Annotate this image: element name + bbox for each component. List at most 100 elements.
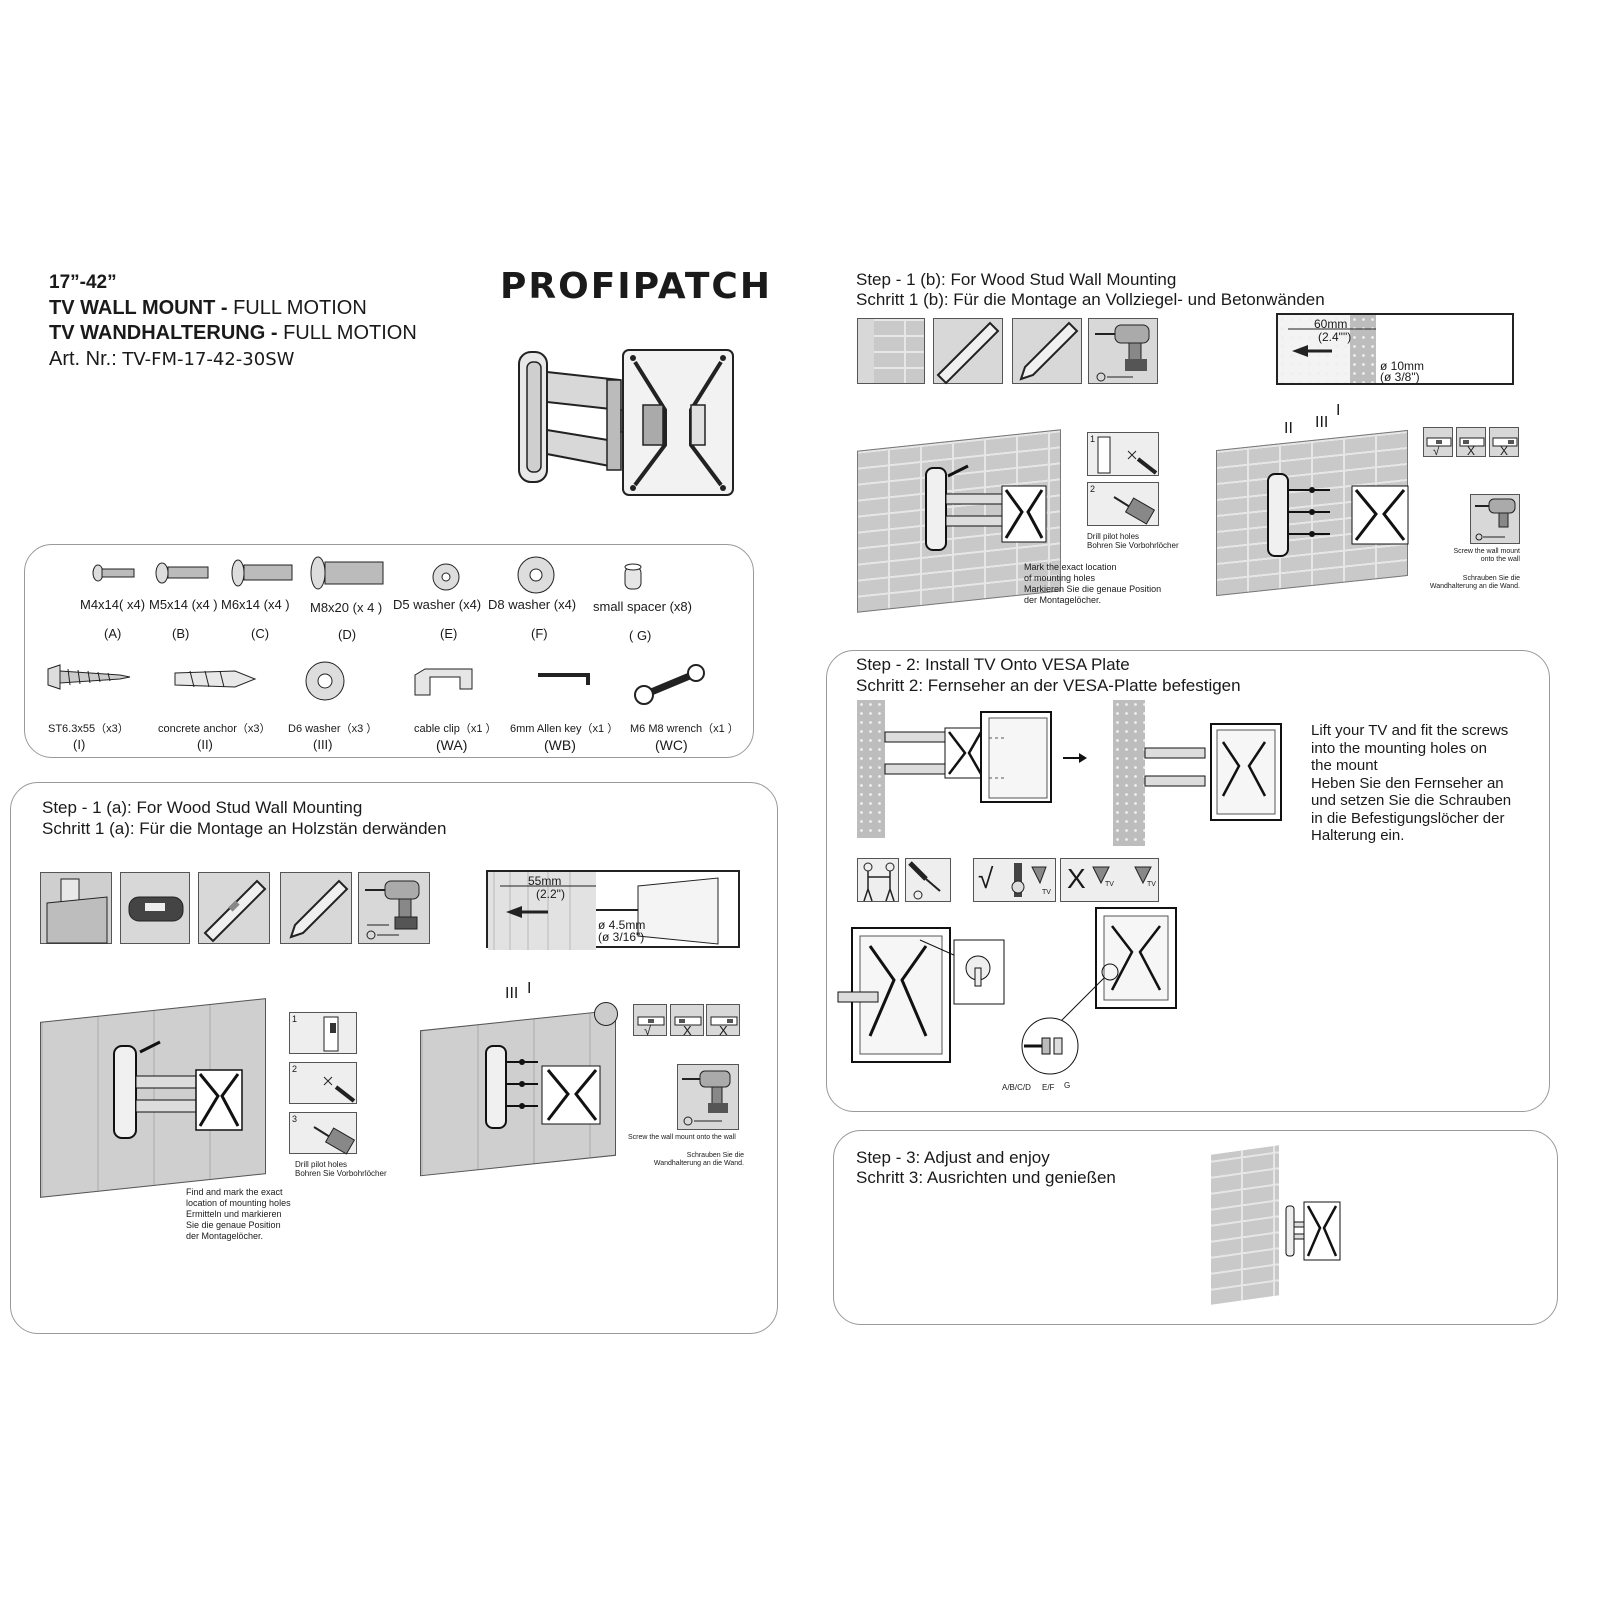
part-wb-name: 6mm Allen key（x1 ） [510, 723, 619, 735]
spirit-level-icon [198, 872, 270, 944]
title-de-bold: TV WANDHALTERUNG - [49, 322, 278, 344]
step1a-substep-1: 1 [289, 1012, 357, 1054]
part-wb-code: (WB) [544, 737, 576, 753]
drill-icon [677, 1064, 739, 1130]
step1b-substep-2: 2 [1087, 482, 1159, 526]
wrench-icon [634, 664, 705, 705]
correct-mark: √ [978, 863, 994, 894]
step1b-title-en: Step - 1 (b): For Wood Stud Wall Mountin… [856, 270, 1177, 289]
step1b-screw-caption-de: Schrauben Sie die Wandhalterung an die W… [1429, 575, 1520, 590]
part-iii-name: D6 washer（x3 ） [288, 723, 378, 735]
incorrect-tv-label-1: TV [1105, 881, 1114, 888]
drill-icon [358, 872, 430, 944]
step1b-dia-mm: ø 10mm [1380, 359, 1425, 373]
step1a-mark-caption: Find and mark the exact location of moun… [186, 1187, 291, 1241]
step1a-dia-in: (ø 3/16") [598, 930, 645, 944]
step1b-screwed-mount-illustration [1267, 473, 1409, 557]
part-d-code: (D) [338, 627, 357, 642]
part-g-code: ( G) [629, 628, 652, 643]
part-b-code: (B) [172, 626, 190, 641]
level-check-ok: √ [1423, 427, 1453, 458]
step1b-screw-caption-en: Screw the wall mount onto the wall [1453, 548, 1520, 563]
incorrect-tv-label-2: TV [1147, 881, 1156, 888]
step3-title-de: Schritt 3: Ausrichten und genießen [856, 1168, 1116, 1187]
level-check-bad-2: X [1489, 427, 1519, 458]
step1b-substep-1-number: 1 [1090, 434, 1096, 444]
step1a-label-iii: III [505, 985, 519, 1002]
step1b-label-iii: III [1315, 414, 1329, 431]
step3-panel [833, 1130, 1558, 1325]
part-wc-code: (WC) [655, 737, 688, 753]
step1a-dia-mm: ø 4.5mm [598, 918, 646, 932]
parts-row2-drawings [47, 661, 705, 705]
step1a-screw-caption-de: Schrauben Sie die Wandhalterung an die W… [653, 1152, 744, 1167]
title-en-bold: TV WALL MOUNT - [49, 297, 228, 319]
step1a-title-en: Step - 1 (a): For Wood Stud Wall Mountin… [42, 798, 363, 817]
cable-clip-icon [414, 668, 473, 696]
title-en-light: FULL MOTION [233, 297, 367, 319]
step2-wall-before [857, 700, 885, 838]
part-i-name: ST6.3x55（x3） [48, 723, 129, 735]
step1a-drill-caption: Drill pilot holes Bohren Sie Vorbohrlöch… [295, 1160, 387, 1178]
parts-panel [24, 544, 754, 758]
step2-tv-mounted-illustration [1144, 723, 1282, 821]
step1a-substep-1-number: 1 [292, 1014, 298, 1024]
part-f-code: (F) [531, 626, 548, 641]
step1a-dimension-diagram: 55mm (2.2") ø 4.5mm (ø 3/16") [486, 870, 740, 950]
part-f-name: D8 washer (x4) [488, 597, 577, 612]
step3-brick-wall [1211, 1145, 1279, 1305]
product-illustration [518, 349, 734, 496]
step3-title-en: Step - 3: Adjust and enjoy [856, 1148, 1050, 1167]
title-en: TV WALL MOUNT - FULL MOTION [49, 297, 367, 320]
step1b-dimension-diagram: 60mm (2.4"") ø 10mm (ø 3/8") [1276, 313, 1514, 385]
drill-icon [1088, 318, 1158, 384]
allen-key-icon [538, 673, 590, 685]
step1a-substep-2-number: 2 [292, 1064, 298, 1074]
title-de: TV WANDHALTERUNG - FULL MOTION [49, 322, 417, 345]
article-value: TV-FM-17-42-30SW [122, 349, 295, 370]
step2-title-en: Step - 2: Install TV Onto VESA Plate [856, 655, 1130, 674]
parts-row1-drawings [92, 556, 642, 594]
arrow-right-icon [1063, 753, 1087, 763]
step1a-screw-caption-en: Screw the wall mount onto the wall [628, 1134, 736, 1141]
wood-screw-icon [47, 664, 131, 690]
title-de-light: FULL MOTION [283, 322, 417, 344]
bolt-m4-icon [92, 564, 135, 582]
stud-finder-icon [120, 872, 190, 944]
spirit-level-icon [933, 318, 1003, 385]
spacer-icon [624, 563, 642, 590]
part-d-name: M8x20 (x 4 ) [310, 600, 383, 615]
washer-d8-icon [517, 556, 555, 594]
stud-finder-badge-icon [594, 1002, 618, 1026]
step1b-substep-2-number: 2 [1090, 484, 1096, 494]
step1b-wall-mount-illustration [925, 464, 1047, 551]
wood-board-icon [40, 872, 112, 944]
article-label: Art. Nr.: [49, 348, 117, 370]
step1b-drill-caption: Drill pilot holes Bohren Sie Vorbohrlöch… [1087, 532, 1179, 550]
part-e-code: (E) [440, 626, 458, 641]
screwdriver-icon [905, 858, 951, 902]
brand-logo: PROFIPATCH [500, 266, 772, 307]
callout-spacer: G [1064, 1081, 1071, 1090]
step1b-concrete-edge [1350, 315, 1376, 383]
part-c-name: M6x14 (x4 ) [221, 597, 290, 612]
level-check-bad-2: X [706, 1004, 740, 1038]
callout-washers: E/F [1042, 1083, 1055, 1092]
level-mark-bad-1: X [683, 1023, 692, 1038]
step1a-substep-2: 2 [289, 1062, 357, 1104]
bolt-m6-icon [231, 559, 293, 587]
level-check-bad-1: X [1456, 427, 1486, 458]
drill-icon [1470, 494, 1520, 544]
incorrect-mark: X [1067, 863, 1086, 894]
step1b-mark-caption: Mark the exact location of mounting hole… [1024, 562, 1162, 605]
level-mark-ok: √ [644, 1023, 652, 1038]
step2-panel [826, 650, 1550, 1112]
step1a-panel [10, 782, 778, 1334]
step1a-title-de: Schritt 1 (a): Für die Montage an Holzst… [42, 819, 447, 838]
part-b-name: M5x14 (x4 ) [149, 597, 218, 612]
pencil-icon [1012, 318, 1082, 384]
part-wc-name: M6 M8 wrench（x1 ） [630, 723, 739, 735]
pencil-icon [280, 872, 352, 944]
step2-screw-assembly-illustration [1021, 907, 1177, 1075]
level-mark-ok: √ [1433, 444, 1440, 458]
